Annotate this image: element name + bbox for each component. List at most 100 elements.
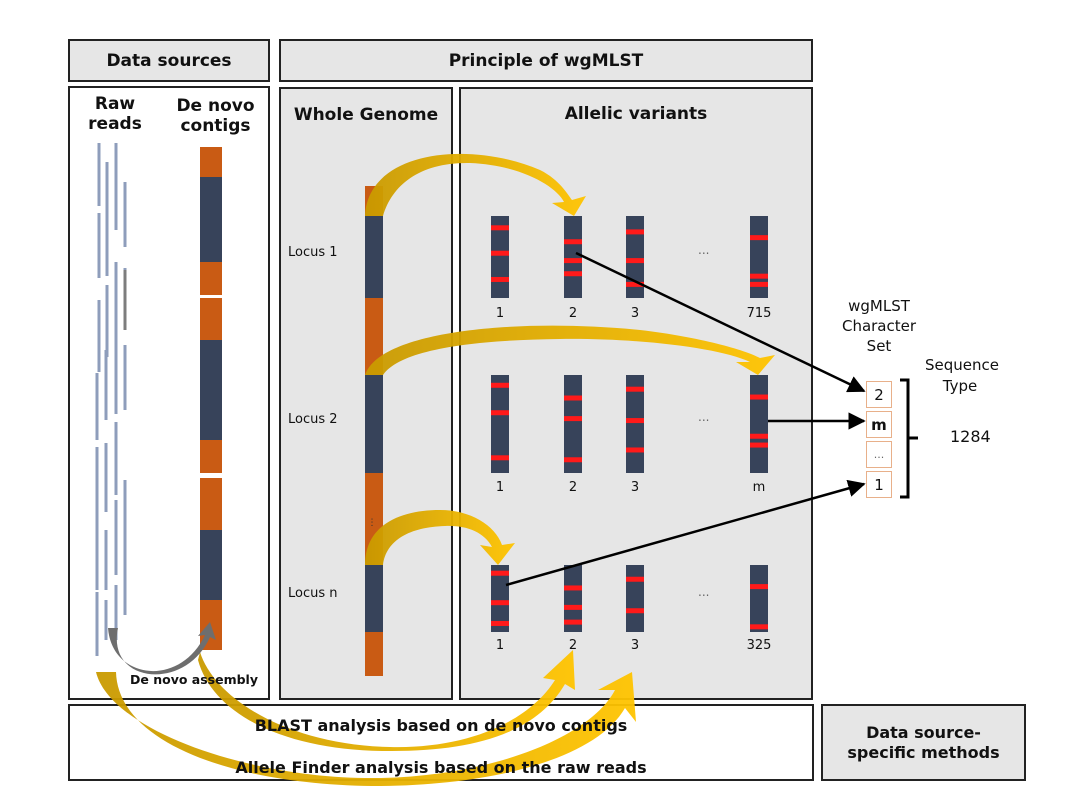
allele-bar: [626, 565, 644, 632]
allele-variant-mark: [491, 455, 509, 461]
sequence-type-bracket: [900, 378, 918, 499]
contig-segment: [200, 530, 222, 600]
allele-id-label: 2: [568, 638, 578, 653]
allele-finder-method-label: Allele Finder analysis based on the raw …: [235, 758, 647, 777]
locus-n-label: Locus n: [288, 586, 338, 601]
allele-bar: [626, 216, 644, 298]
genome-segment: [365, 375, 383, 473]
contig-segment: [200, 340, 222, 440]
allele-variant-mark: [750, 235, 768, 241]
allele-id-label: 3: [630, 306, 640, 321]
allele-id-label: m: [752, 480, 766, 495]
contig-segment: [200, 147, 222, 177]
genome-segment: [365, 632, 383, 676]
principle-header: Principle of wgMLST: [279, 39, 813, 82]
character-set-title: wgMLST Character Set: [841, 297, 917, 355]
allele-id-label: 1: [495, 638, 505, 653]
allele-bars-group: [491, 216, 768, 632]
locus-1-label: Locus 1: [288, 245, 338, 260]
allele-variant-mark: [626, 608, 644, 614]
genome-ellipsis: ⋮: [368, 518, 377, 528]
principle-title: Principle of wgMLST: [448, 50, 644, 71]
allele-ellipsis: ...: [698, 584, 710, 599]
allele-id-label: 3: [630, 480, 640, 495]
whole-genome-bar: ⋮: [365, 186, 383, 676]
data-source-specific-title: Data source- specific methods: [847, 722, 1000, 762]
contigs-bar: [200, 147, 222, 650]
allele-variant-mark: [564, 239, 582, 245]
allele-variant-mark: [564, 395, 582, 401]
sequence-type-title: Sequence Type: [925, 356, 999, 395]
allele-variant-mark: [750, 281, 768, 287]
allele-variant-mark: [564, 585, 582, 591]
allele-variant-mark: [491, 250, 509, 256]
locus1-to-charset-arrow: [575, 251, 866, 393]
allele-id-label: 1: [495, 306, 505, 321]
allele-bar: [491, 375, 509, 473]
data-sources-header: Data sources: [68, 39, 270, 82]
allelic-variants-title: Allelic variants: [564, 104, 708, 124]
allele-variant-mark: [564, 457, 582, 463]
allele-ellipsis: ...: [698, 410, 710, 424]
allele-variant-mark: [491, 570, 509, 576]
contigs-label: De novo contigs: [176, 96, 255, 136]
contig-segment: [200, 478, 222, 530]
locusn-arrow: [365, 510, 515, 565]
blast-arrow: [198, 650, 575, 752]
whole-genome-title: Whole Genome: [293, 105, 439, 125]
allele-ellipsis: ...: [698, 243, 710, 257]
allele-variant-mark: [626, 258, 644, 264]
allele-variant-mark: [750, 394, 768, 400]
allele-variant-mark: [491, 620, 509, 626]
contig-segment: [200, 177, 222, 262]
allele-variant-mark: [626, 386, 644, 392]
allele-id-label: 325: [746, 638, 772, 653]
allele-variant-mark: [750, 273, 768, 279]
contig-segment: [200, 440, 222, 473]
allele-variant-mark: [750, 584, 768, 590]
allele-id-label: 2: [568, 306, 578, 321]
contig-segment: [200, 262, 222, 295]
character-set-cell-4: 1: [866, 471, 892, 498]
allele-id-label: 715: [746, 306, 772, 321]
allele-bar: [564, 216, 582, 298]
allele-variant-mark: [564, 416, 582, 422]
allele-bar: [750, 565, 768, 632]
allele-id-label: 3: [630, 638, 640, 653]
character-set-cell-2: m: [866, 411, 892, 438]
allele-variant-mark: [750, 624, 768, 630]
raw-reads-group: [95, 143, 127, 656]
allele-variant-mark: [750, 442, 768, 448]
allele-variant-mark: [626, 576, 644, 582]
blast-method-label: BLAST analysis based on de novo contigs: [254, 716, 628, 735]
allele-bar: [491, 565, 509, 632]
contig-segment: [200, 298, 222, 340]
allele-variant-mark: [626, 281, 644, 287]
allele-variant-mark: [491, 410, 509, 416]
allele-variant-mark: [626, 418, 644, 424]
allele-variant-mark: [750, 433, 768, 439]
allele-variant-mark: [564, 604, 582, 610]
allele-variant-mark: [491, 276, 509, 282]
allele-variant-mark: [626, 447, 644, 453]
data-sources-title: Data sources: [106, 50, 232, 71]
arrows-group: [96, 153, 918, 786]
allele-variant-mark: [626, 229, 644, 235]
allele-bar: [750, 375, 768, 473]
locus1-arrow: [365, 153, 586, 216]
character-set-cell-3: ...: [866, 441, 892, 468]
genome-segment: [365, 565, 383, 632]
genome-segment: [365, 298, 383, 375]
allele-id-label: 1: [495, 480, 505, 495]
allele-variant-mark: [564, 258, 582, 264]
sequence-type-value: 1284: [950, 427, 991, 446]
de-novo-assembly-label: De novo assembly: [130, 672, 258, 687]
de-novo-assembly-arrow: [108, 622, 216, 675]
genome-segment: [365, 216, 383, 298]
allele-id-label: 2: [568, 480, 578, 495]
allele-bar: [564, 565, 582, 632]
allele-variant-mark: [491, 225, 509, 231]
data-sources-panel: [68, 86, 270, 700]
character-set-cell-1: 2: [866, 381, 892, 408]
locus2-arrow: [365, 325, 775, 375]
